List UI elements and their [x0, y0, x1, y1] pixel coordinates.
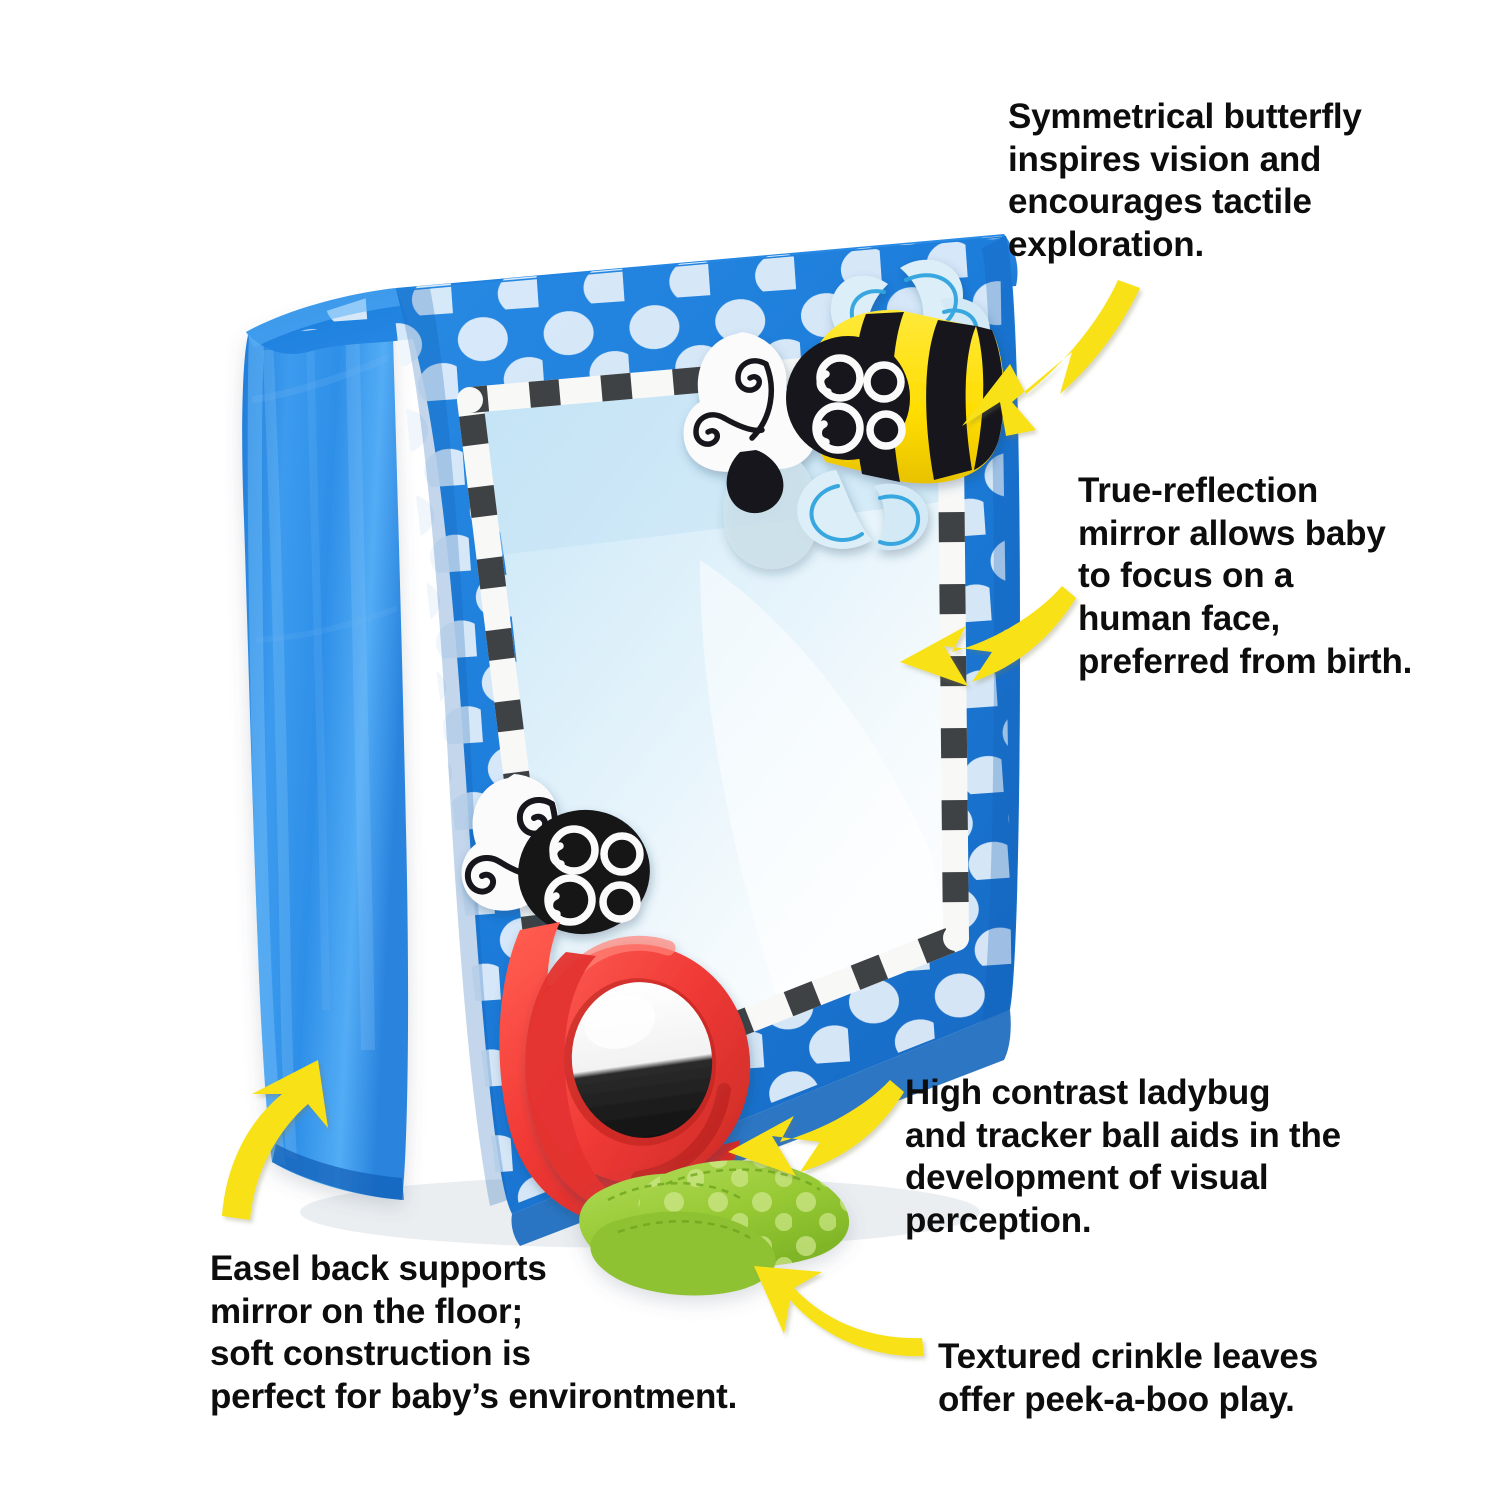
arrow-ladybug: [728, 1080, 904, 1176]
arrow-butterfly: [962, 280, 1140, 436]
bee-head: [786, 336, 910, 460]
arrow-easel: [222, 1060, 328, 1220]
bee-butterfly-toy: [683, 259, 1005, 570]
ladybug-head: [518, 809, 650, 935]
easel-back-panel: [242, 300, 409, 1200]
callout-leaves-text: Textured crinkle leaves offer peek-a-boo…: [938, 1337, 1318, 1419]
callout-easel-text: Easel back supports mirror on the floor;…: [210, 1249, 738, 1417]
callout-mirror-text: True-reflection mirror allows baby to fo…: [1078, 471, 1413, 681]
bee-wing-lower: [797, 470, 928, 551]
arrow-mirror: [900, 586, 1076, 686]
bee-white-wings: [683, 332, 818, 472]
tracker-ball: [571, 982, 713, 1138]
callout-ladybug-text: High contrast ladybug and tracker ball a…: [905, 1073, 1341, 1241]
leaf-bottom: [590, 1211, 776, 1296]
crinkle-leaves: [579, 1160, 850, 1296]
arrow-leaves: [754, 1266, 924, 1357]
callout-butterfly-text: Symmetrical butterfly inspires vision an…: [1008, 97, 1362, 265]
